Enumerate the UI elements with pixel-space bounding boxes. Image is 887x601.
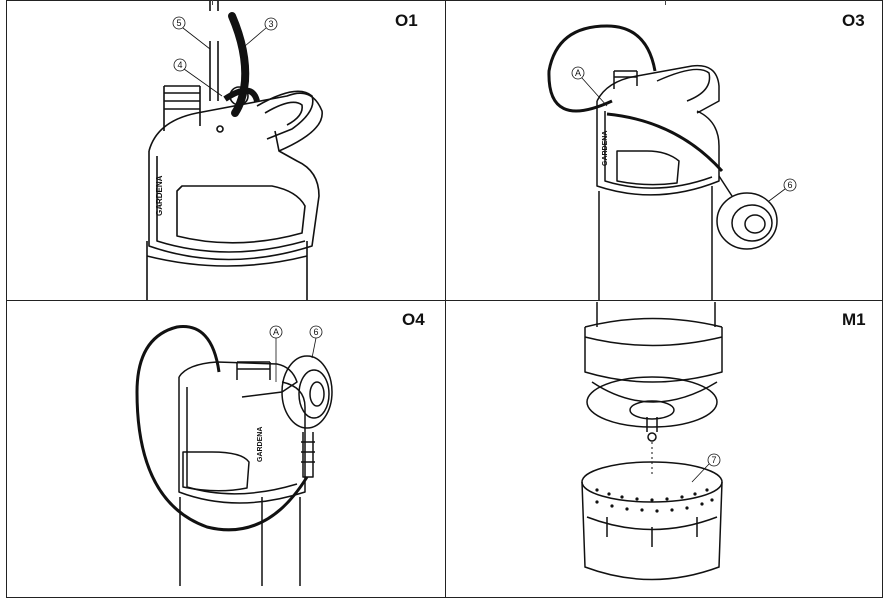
callout-7: 7 <box>711 455 716 465</box>
callout-a: A <box>575 68 581 78</box>
pump-strainer-illustration: 7 <box>581 302 723 581</box>
pump-float-attached-illustration: GARDENA A 6 <box>135 325 333 586</box>
panel-label-m1: M1 <box>842 310 866 329</box>
grid-tick <box>212 0 213 5</box>
figure-grid <box>6 0 883 598</box>
callout-4: 4 <box>177 60 182 70</box>
brand-text: GARDENA <box>155 175 164 216</box>
panel-label-o4: O4 <box>402 310 425 329</box>
grid-divider-vertical <box>445 0 447 598</box>
callout-6: 6 <box>313 327 318 337</box>
panel-label-o1: O1 <box>395 11 418 30</box>
callout-5: 5 <box>176 18 181 28</box>
panel-o1: O1 GARDENA <box>7 1 445 300</box>
panel-o3: O3 GARDENA <box>447 1 883 300</box>
grid-divider-horizontal <box>6 300 883 302</box>
pump-top-illustration: GARDENA 5 3 4 <box>146 1 323 300</box>
callout-a: A <box>273 327 279 337</box>
panel-label-o3: O3 <box>842 11 865 30</box>
pump-float-switch-illustration: GARDENA A 6 <box>547 24 797 300</box>
brand-text: GARDENA <box>602 131 609 166</box>
panel-m1: M1 <box>447 302 883 598</box>
callout-3: 3 <box>268 19 273 29</box>
grid-tick <box>665 0 666 5</box>
callout-6: 6 <box>787 180 792 190</box>
brand-text: GARDENA <box>257 427 264 462</box>
panel-o4: O4 GARDENA A 6 <box>7 302 445 598</box>
